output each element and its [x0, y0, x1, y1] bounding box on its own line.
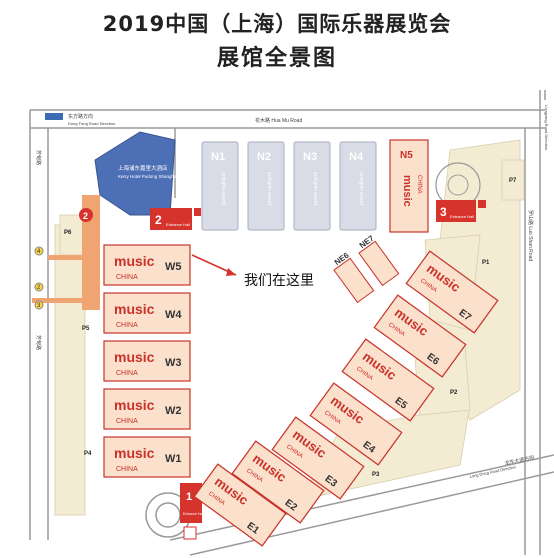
- svg-text:3: 3: [440, 205, 447, 219]
- small-halls: NE6 NE7: [333, 233, 400, 304]
- hall-n1: N1 prolight+sound: [201, 141, 239, 231]
- svg-text:W1: W1: [165, 453, 182, 465]
- parking-labels: P1 P2 P3 P4 P5 P6 P7: [64, 178, 517, 478]
- prolight-halls: N1 prolight+sound N2 prolight+sound N3 p…: [201, 141, 377, 231]
- svg-text:prolight+sound: prolight+sound: [358, 172, 364, 205]
- svg-text:N5: N5: [400, 150, 413, 161]
- svg-text:CHINA: CHINA: [116, 418, 138, 425]
- map-title: 2019中国（上海）国际乐器展览会: [102, 12, 452, 36]
- road-dongfang-en: Dong Fang Road Direction: [68, 121, 115, 126]
- svg-text:2: 2: [37, 285, 41, 291]
- hall-n3: N3 prolight+sound: [293, 141, 331, 231]
- svg-text:music: music: [114, 397, 155, 413]
- svg-text:P3: P3: [372, 472, 380, 478]
- map-subtitle: 展馆全景图: [216, 46, 337, 71]
- bus-stops: 4 2 3: [34, 246, 44, 310]
- hall-n4: N4 prolight+sound: [339, 141, 377, 231]
- entrance-hall-2: 2 Entrance Hall: [150, 208, 201, 230]
- road-luoshan: 罗山路 Luo Shan Road: [527, 210, 534, 261]
- exhibition-map: 上海浦东嘉里大酒店 Kerry Hotel Pudong Shanghai 东方…: [29, 90, 554, 556]
- hall-w2: music CHINA W2: [103, 388, 191, 430]
- svg-text:prolight+sound: prolight+sound: [312, 172, 318, 205]
- road-fangdian-2: 芳甸路: [35, 335, 42, 350]
- svg-text:2: 2: [155, 213, 162, 227]
- svg-text:CHINA: CHINA: [116, 274, 138, 281]
- svg-text:P7: P7: [509, 178, 517, 184]
- svg-text:prolight+sound: prolight+sound: [220, 172, 226, 205]
- svg-text:N4: N4: [349, 151, 364, 163]
- svg-text:2: 2: [83, 211, 88, 221]
- svg-text:music: music: [114, 253, 155, 269]
- hotel-name: 上海浦东嘉里大酒店: [118, 164, 168, 172]
- hall-e1: music CHINA E1: [193, 463, 287, 547]
- svg-text:P5: P5: [82, 326, 90, 332]
- road-huamu: 花木路 Hua Mu Road: [255, 117, 302, 124]
- metro-connector: 2: [32, 195, 100, 310]
- svg-text:W4: W4: [165, 309, 182, 321]
- svg-text:music: music: [114, 445, 155, 461]
- svg-text:W2: W2: [165, 405, 182, 417]
- you-are-here-label: 我们在这里: [244, 273, 314, 289]
- road-dongfang: 东方路方向: [68, 113, 93, 120]
- svg-text:Entrance Hall: Entrance Hall: [450, 214, 474, 219]
- hall-w1: music CHINA W1: [103, 436, 191, 478]
- svg-text:music: music: [114, 349, 155, 365]
- hall-w3: music CHINA W3: [103, 340, 191, 382]
- svg-text:N1: N1: [211, 151, 225, 163]
- east-halls: music CHINA E7 music CHINA E6 music CHIN…: [193, 250, 499, 547]
- hall-e3: music CHINA E3: [271, 416, 365, 500]
- svg-text:Entrance Hall: Entrance Hall: [166, 222, 190, 227]
- svg-text:N2: N2: [257, 151, 271, 163]
- svg-text:CHINA: CHINA: [116, 322, 138, 329]
- roads: [29, 90, 554, 556]
- svg-text:P4: P4: [84, 451, 92, 457]
- hall-n2: N2 prolight+sound: [247, 141, 285, 231]
- svg-text:P1: P1: [482, 260, 490, 266]
- west-halls: music CHINA W5 music CHINA W4 music CHIN…: [103, 244, 191, 478]
- svg-text:N3: N3: [303, 151, 317, 163]
- svg-text:CHINA: CHINA: [416, 175, 422, 194]
- hall-e2: music CHINA E2: [231, 440, 325, 524]
- entrance-hall-3: 3 Entrance Hall: [436, 200, 486, 222]
- svg-text:CHINA: CHINA: [116, 466, 138, 473]
- hall-e6: music CHINA E6: [373, 294, 467, 378]
- svg-text:W3: W3: [165, 357, 182, 369]
- svg-text:P2: P2: [450, 390, 458, 396]
- hall-n5: N5 music CHINA: [389, 139, 429, 233]
- svg-text:music: music: [114, 301, 155, 317]
- svg-text:4: 4: [37, 249, 41, 255]
- svg-text:3: 3: [37, 303, 41, 309]
- svg-text:W5: W5: [165, 261, 182, 273]
- svg-text:Entrance Hall: Entrance Hall: [183, 512, 204, 516]
- hall-w5: music CHINA W5: [103, 244, 191, 286]
- hall-w4: music CHINA W4: [103, 292, 191, 334]
- svg-text:prolight+sound: prolight+sound: [266, 172, 272, 205]
- svg-text:CHINA: CHINA: [116, 370, 138, 377]
- svg-text:1: 1: [186, 491, 192, 503]
- hotel-name-en: Kerry Hotel Pudong Shanghai: [118, 174, 178, 179]
- hall-e4: music CHINA E4: [309, 382, 403, 466]
- svg-text:P6: P6: [64, 230, 72, 236]
- road-fangdian: 芳甸路: [35, 150, 42, 165]
- svg-text:music: music: [401, 175, 413, 207]
- road-longyang: Longyang Road Direction: [544, 105, 549, 150]
- road-longdong-en: Long Dong Road Direction: [469, 464, 516, 479]
